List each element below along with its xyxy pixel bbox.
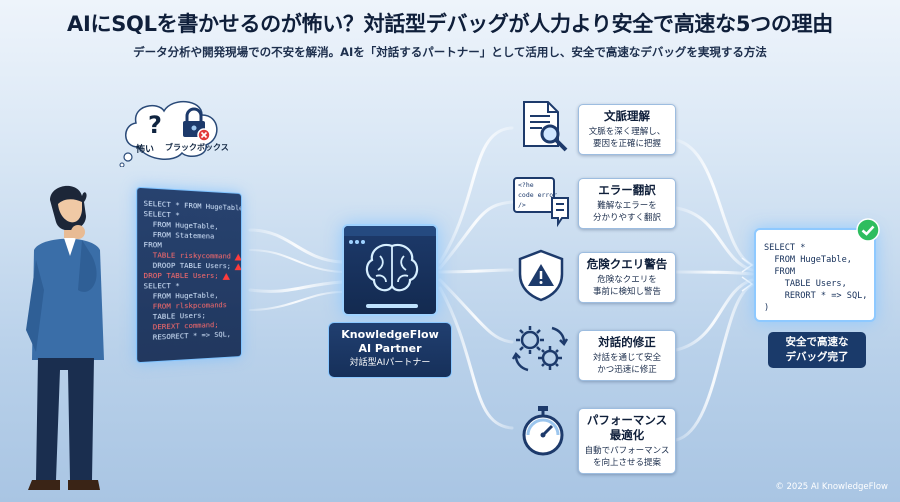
reason-title: 対話的修正 — [598, 335, 656, 349]
result-code-line: FROM — [764, 267, 796, 277]
code-text: DROOP TABLE Users; — [143, 260, 231, 271]
result-code-line: TABLE Users, — [764, 279, 847, 289]
result-label-line: 安全で高速な — [785, 336, 849, 348]
clean-sql-result-panel: SELECT * FROM HugeTable, FROM TABLE User… — [754, 228, 876, 322]
page-title: AIにSQLを書かせるのが怖い？対話型デバッグが人力より安全で高速な5つの理由 — [67, 12, 833, 36]
code-text: FROM HugeTable, — [143, 290, 219, 301]
code-text: FROM Statemena — [143, 229, 215, 241]
icon-code-line: code error — [518, 191, 557, 199]
warning-icon — [222, 272, 230, 280]
ai-partner-role: AI Partner — [358, 342, 422, 355]
ai-partner-name: KnowledgeFlow — [341, 328, 439, 341]
code-text: FROM rlskpcomands — [143, 300, 227, 312]
bubble-label-blackbox: ブラックボックス — [165, 143, 229, 152]
page-subtitle: データ分析や開発現場での不安を解消。AIを「対話するパートナー」として活用し、安… — [133, 45, 767, 59]
ai-partner-subtitle: 対話型AIパートナー — [349, 358, 431, 368]
shield-warning-icon — [518, 249, 564, 302]
reason-desc-line: 危険なクエリを — [597, 275, 657, 285]
code-line: RESORECT * => SQL, — [143, 329, 235, 343]
result-label-line: デバッグ完了 — [785, 351, 849, 363]
code-line: DROOP TABLE Users; — [143, 260, 242, 272]
reason-title: 最適化 — [609, 428, 645, 442]
reason-card-error-translate: エラー翻訳 難解なエラーを 分かりやすく翻訳 — [578, 178, 676, 229]
reason-card-context: 文脈理解 文脈を深く理解し、 要因を正確に把握 — [578, 104, 676, 155]
brain-icon — [365, 243, 419, 292]
thinking-person-illustration — [26, 185, 104, 490]
reason-card-performance: パフォーマンス 最適化 自動でパフォーマンス を向上させる提案 — [578, 408, 676, 474]
reason-desc-line: 難解なエラーを — [597, 201, 657, 211]
lock-icon — [183, 107, 210, 141]
reason-desc-line: 事前に検知し警告 — [592, 287, 661, 297]
reason-title: 危険クエリ警告 — [586, 257, 668, 271]
stopwatch-icon — [522, 406, 564, 456]
code-text: SELECT * — [143, 281, 180, 291]
reason-title: 文脈理解 — [604, 109, 650, 123]
reason-desc-line: 文脈を深く理解し、 — [588, 127, 666, 137]
result-code-line: SELECT * — [764, 243, 806, 253]
result-code-line: RERORT * => SQL, — [764, 291, 868, 301]
reason-card-interactive-fix: 対話的修正 対話を通じて安全 かつ迅速に修正 — [578, 330, 676, 381]
code-line: DROP TABLE Users; — [143, 271, 235, 281]
code-text: SELECT * — [143, 208, 180, 220]
code-text: RESORECT * => SQL, — [143, 329, 231, 343]
code-text: FROM — [143, 239, 162, 250]
reason-desc-line: を向上させる提案 — [592, 458, 661, 468]
warning-icon — [234, 253, 242, 261]
reason-title: パフォーマンス — [586, 413, 668, 427]
thought-bubble: ? 怖い ブラックボックス — [118, 95, 229, 167]
reason-desc-line: 分かりやすく翻訳 — [592, 213, 661, 223]
icon-code-line: /> — [518, 201, 526, 209]
ai-partner-window — [342, 224, 438, 316]
result-code-line: ) — [764, 303, 770, 313]
code-text: TABLE riskycommand — [143, 250, 231, 261]
result-label: 安全で高速な デバッグ完了 — [768, 332, 866, 368]
messy-sql-code-panel: SELECT * FROM HugeTable;SELECT * FROM Hu… — [136, 186, 242, 364]
ai-partner-label: KnowledgeFlow AI Partner 対話型AIパートナー — [328, 322, 452, 378]
reason-desc-line: 自動でパフォーマンス — [584, 446, 670, 456]
question-mark: ? — [148, 111, 162, 139]
result-code-line: FROM HugeTable, — [764, 255, 852, 265]
reason-desc-line: かつ迅速に修正 — [597, 365, 657, 375]
code-translate-icon: <?he code error /> — [513, 177, 569, 228]
reason-desc-line: 要因を正確に把握 — [592, 139, 661, 149]
bubble-label-fear: 怖い — [136, 145, 155, 155]
document-search-icon — [523, 101, 568, 152]
reason-title: エラー翻訳 — [598, 183, 656, 197]
code-text: DROP TABLE Users; — [143, 270, 219, 281]
warning-icon — [234, 262, 242, 270]
check-circle-icon — [856, 218, 880, 242]
icon-code-line: <?he — [518, 181, 534, 189]
gears-cycle-icon — [512, 326, 569, 372]
reason-desc-line: 対話を通じて安全 — [592, 353, 661, 363]
copyright: © 2025 AI KnowledgeFlow — [775, 482, 888, 492]
reason-card-dangerous-query: 危険クエリ警告 危険なクエリを 事前に検知し警告 — [578, 252, 676, 303]
